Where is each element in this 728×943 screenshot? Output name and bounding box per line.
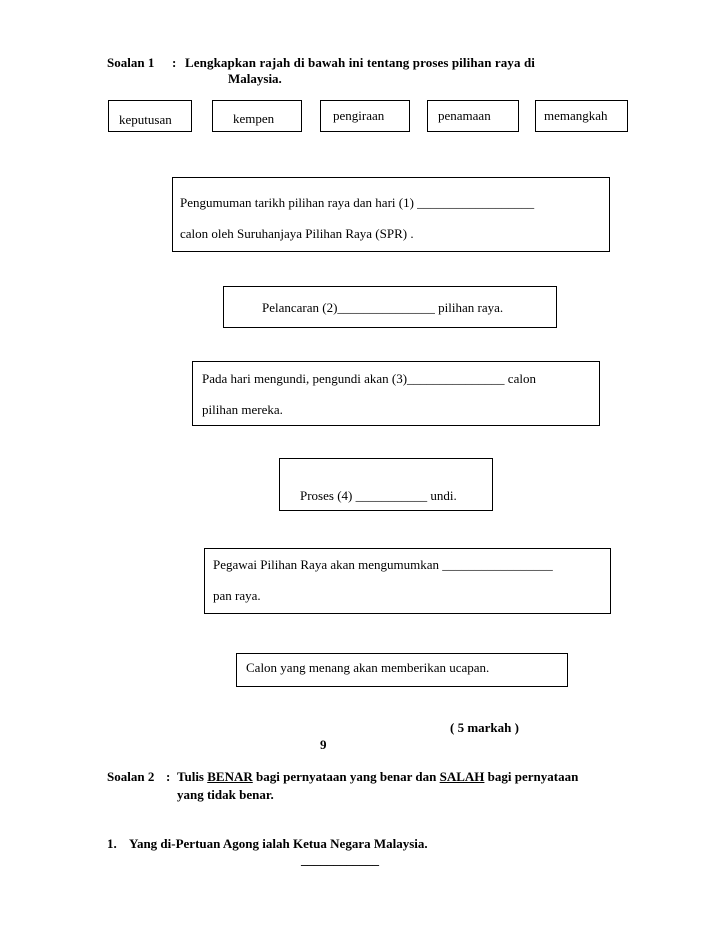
option-kempen: kempen [212,100,302,132]
step-1-line2: calon oleh Suruhanjaya Pilihan Raya (SPR… [180,226,414,241]
q1-label: Soalan 1 [107,55,155,70]
step-box-2 [223,286,557,328]
salah-word: SALAH [439,769,485,784]
marks-label: ( 5 markah ) [450,720,519,735]
page-number: 9 [320,737,327,752]
q2-text-after: bagi pernyataan [484,769,579,784]
q2-instruction-line1: Tulis BENAR bagi pernyataan yang benar d… [177,769,578,785]
statement-1-answer-blank[interactable]: ____________ [301,852,379,867]
benar-word: BENAR [207,769,253,784]
step-2-text: Pelancaran (2)_______________ pilihan ra… [262,300,504,315]
option-label: pengiraan [333,108,385,123]
option-pengiraan: pengiraan [320,100,410,132]
step-4-text: Proses (4) ___________ undi. [300,488,457,503]
step-box-3 [192,361,600,426]
step-5-line2: pan raya. [213,588,261,603]
option-penamaan: penamaan [427,100,519,132]
option-memangkah: memangkah [535,100,628,132]
statement-1-number: 1. [107,836,117,851]
statement-1-text: Yang di-Pertuan Agong ialah Ketua Negara… [129,836,428,851]
q1-instruction-line2: Malaysia. [228,71,282,86]
step-box-5 [204,548,611,614]
step-3-line1: Pada hari mengundi, pengundi akan (3)___… [202,371,536,386]
q2-label: Soalan 2 [107,769,155,784]
step-box-1 [172,177,610,252]
q2-text-before: Tulis [177,769,208,784]
step-6-text: Calon yang menang akan memberikan ucapan… [246,660,490,675]
option-label: kempen [233,111,275,126]
step-5-line1: Pegawai Pilihan Raya akan mengumumkan __… [213,557,553,572]
q2-colon: : [166,769,171,784]
option-label: memangkah [544,108,608,123]
q2-instruction-line2: yang tidak benar. [177,787,274,802]
step-1-line1: Pengumuman tarikh pilihan raya dan hari … [180,195,535,210]
option-keputusan: keputusan [108,100,192,132]
option-label: penamaan [438,108,491,123]
option-label: keputusan [119,112,172,127]
q1-colon: : [172,55,177,70]
step-3-line2: pilihan mereka. [202,402,283,417]
q1-instruction-line1: Lengkapkan rajah di bawah ini tentang pr… [185,55,535,70]
q2-text-middle: bagi pernyataan yang benar dan [252,769,440,784]
step-box-6 [236,653,568,687]
step-box-4 [279,458,493,511]
